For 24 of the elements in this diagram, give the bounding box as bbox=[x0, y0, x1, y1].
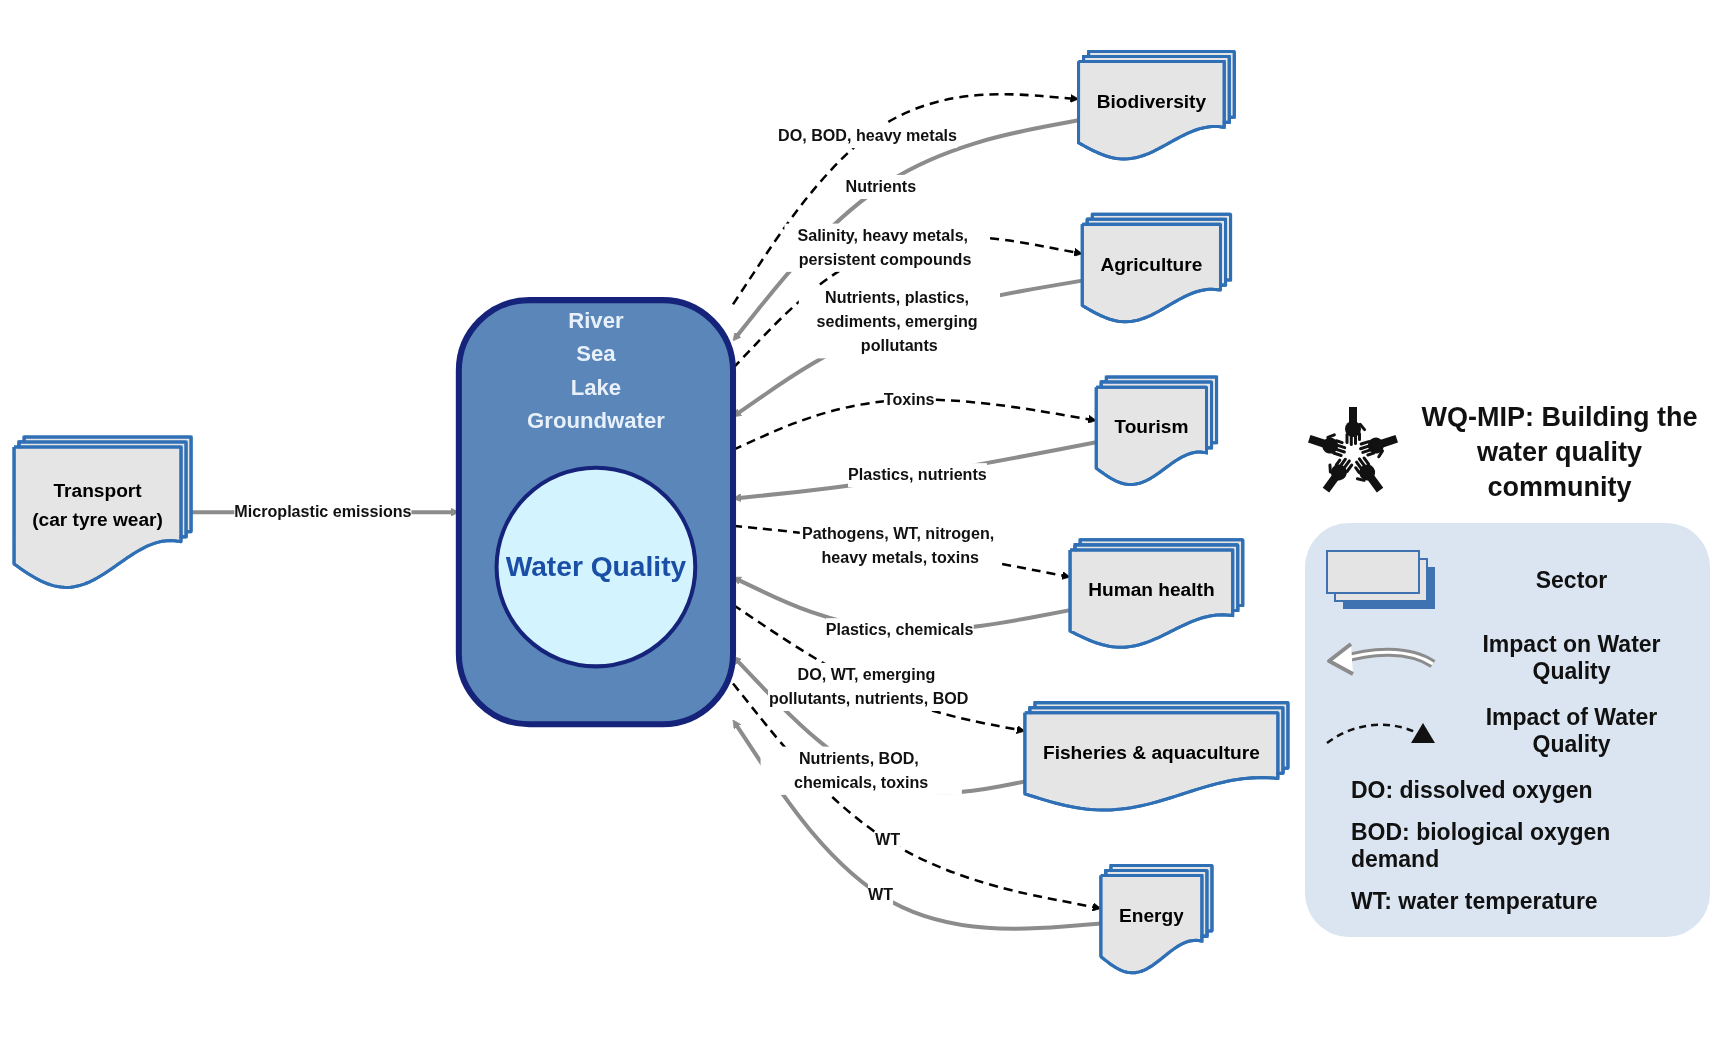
abbreviation-note: BOD: biological oxygen demand bbox=[1351, 819, 1612, 873]
edge-label: Plastics, nutrients bbox=[848, 466, 987, 484]
edge-label: DO, BOD, heavy metals bbox=[778, 127, 958, 145]
edge-label: WT bbox=[867, 886, 894, 904]
legend-text: Sector bbox=[1534, 567, 1609, 594]
abbreviation-note: DO: dissolved oxygen bbox=[1351, 777, 1594, 804]
edge-label: Plastics, chemicals bbox=[825, 621, 974, 639]
edge-label: Nutrients bbox=[845, 177, 917, 195]
arrow bbox=[731, 92, 1079, 306]
edge-label: DO, WT, emerging pollutants, nutrients, BOD bbox=[768, 665, 969, 708]
edge-label: Toxins bbox=[883, 390, 935, 408]
edge-label: Nutrients, plastics, sediments, emerging pollutants bbox=[816, 288, 978, 355]
abbreviation-note: WT: water temperature bbox=[1351, 888, 1599, 915]
legend-text: Impact on Water Quality bbox=[1481, 631, 1662, 685]
edge-label: Salinity, heavy metals, persistent compounds bbox=[797, 226, 972, 268]
arrow bbox=[732, 682, 1102, 912]
legend-text: Impact of Water Quality bbox=[1484, 704, 1659, 758]
diagram-title: WQ-MIP: Building the water quality community bbox=[1420, 401, 1699, 505]
edge-label: Pathogens, WT, nitrogen, heavy metals, toxins bbox=[801, 525, 995, 567]
edge-label: Microplastic emissions bbox=[234, 503, 412, 521]
arrow bbox=[732, 719, 1101, 931]
edge-label: Nutrients, BOD, chemicals, toxins bbox=[794, 749, 929, 791]
edge-label: WT bbox=[875, 831, 901, 849]
node-circle: Water Quality bbox=[494, 465, 698, 669]
